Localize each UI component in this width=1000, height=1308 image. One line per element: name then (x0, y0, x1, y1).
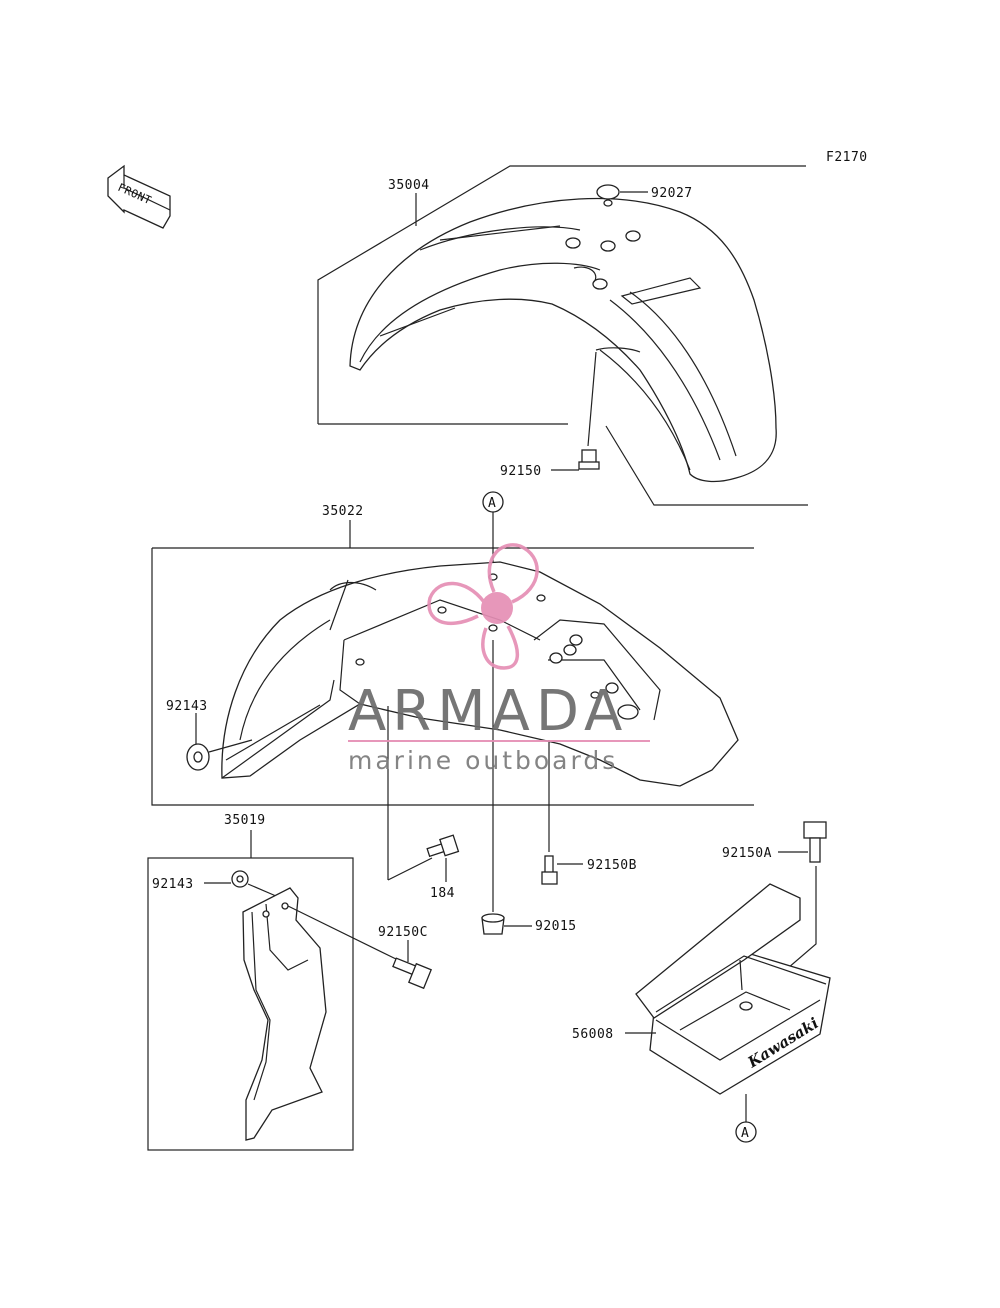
bolt-92150b-part (541, 855, 558, 885)
grommet-92143-guard-part (231, 870, 249, 888)
guard-part (242, 887, 327, 1141)
bolt-184-part (426, 834, 460, 858)
ref-a-bottom-marker: A (735, 1121, 757, 1143)
front-arrow-icon: FRONT (107, 164, 171, 229)
rear-fender-part (221, 561, 739, 787)
callout-35022: 35022 (322, 504, 364, 519)
cap-92027-part (596, 184, 620, 207)
ref-a-top-marker: A (482, 491, 504, 513)
callout-35019: 35019 (224, 813, 266, 828)
svg-text:A: A (488, 496, 496, 511)
callout-92150: 92150 (500, 464, 542, 479)
callout-92150a: 92150A (722, 846, 772, 861)
callout-92150c: 92150C (378, 925, 428, 940)
bolt-92150-part (578, 449, 600, 470)
bolt-92150a-part (803, 821, 827, 863)
front-fender-part (349, 197, 777, 483)
bolt-92150c-part (392, 957, 433, 990)
watermark-tagline: marine outboards (348, 746, 618, 775)
guard-group: 35019 92143 92150C (147, 813, 433, 1151)
nut-92015-part (481, 913, 505, 935)
callout-92027: 92027 (651, 186, 693, 201)
front-fender-group: 35004 92027 92150 (317, 165, 808, 506)
figure-code: F2170 (826, 150, 868, 165)
watermark: ARMADA marine outboards (348, 543, 650, 775)
callout-35004: 35004 (388, 178, 430, 193)
grommet-92143-left-part (186, 743, 210, 771)
callout-92143-guard: 92143 (152, 877, 194, 892)
watermark-brand: ARMADA (348, 679, 628, 744)
callout-92150b: 92150B (587, 858, 637, 873)
rear-fender-group: 35022 A (151, 491, 754, 935)
callout-56008: 56008 (572, 1027, 614, 1042)
callout-92143-left: 92143 (166, 699, 208, 714)
callout-184: 184 (430, 886, 455, 901)
callout-92015: 92015 (535, 919, 577, 934)
propeller-logo-icon (427, 543, 539, 670)
tool-case-group: 92150A Kawasaki 56008 A (572, 821, 831, 1143)
svg-text:A: A (741, 1126, 749, 1141)
